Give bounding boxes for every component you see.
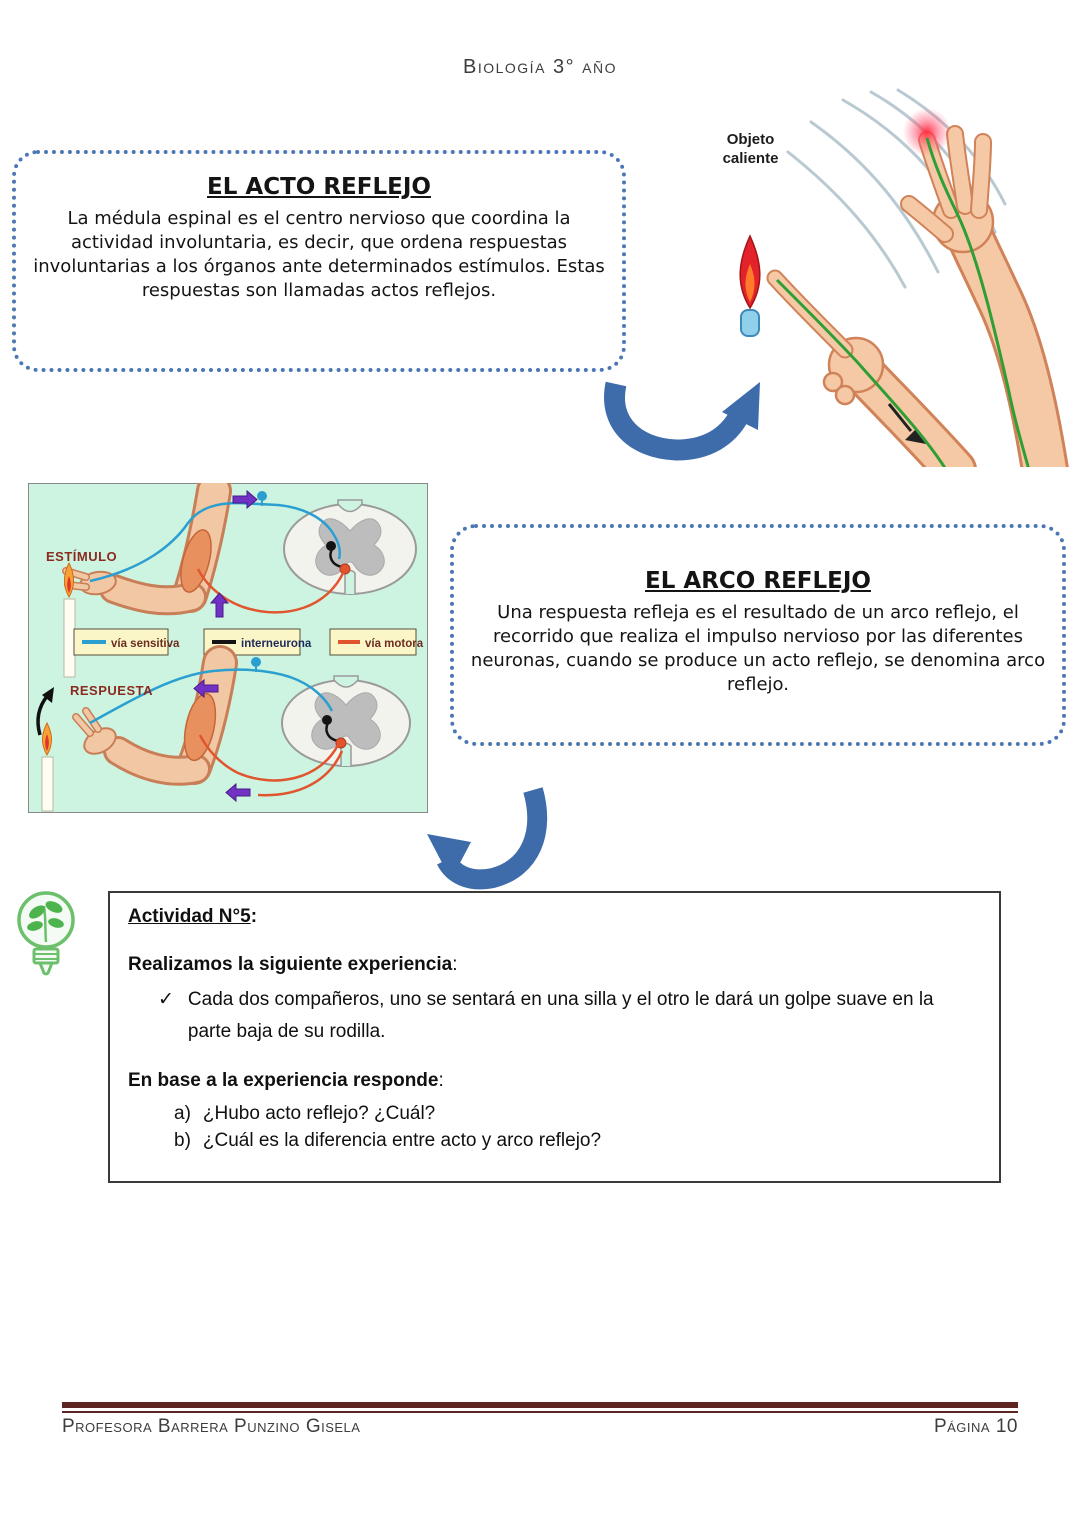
impulse-arrow-icon (193, 678, 219, 699)
response-arrow-icon (36, 693, 50, 736)
wrist-arrow-icon (887, 403, 913, 432)
response-candle-icon (41, 721, 54, 812)
page-title: Biología 3° año (463, 56, 617, 78)
hand-reflex-illustration (739, 88, 1069, 467)
footer-rule-thick (62, 1402, 1018, 1408)
motor-path-icon (196, 568, 346, 614)
footer: Profesora Barrera Punzino Gisela Página … (62, 1416, 1018, 1438)
footer-rule-thin (62, 1411, 1018, 1413)
question-item: b) ¿Cuál es la diferencia entre acto y a… (174, 1127, 981, 1155)
experience-heading: Realizamos la siguiente experiencia: (128, 954, 458, 975)
stimulus-candle-icon (63, 561, 76, 678)
legend-label-motor: vía motora (365, 638, 424, 650)
sensory-path-icon (89, 668, 334, 725)
arco-reflejo-box: EL ARCO REFLEJO Una respuesta refleja es… (450, 524, 1066, 746)
stimulus-label: ESTÍMULO (46, 549, 117, 564)
impulse-arrow-icon (225, 782, 251, 803)
curved-arrow-up-left-icon (427, 787, 548, 890)
response-arm-icon (72, 645, 238, 786)
response-label: RESPUESTA (70, 683, 153, 698)
idea-bulb-icon (17, 891, 75, 976)
biceps-muscle-icon (183, 692, 217, 762)
impulse-arrow-icon (209, 592, 230, 618)
pain-glow-icon (903, 108, 951, 156)
hot-object-label: Objeto caliente (722, 131, 779, 167)
nerve-line-icon (775, 278, 947, 467)
question-text: ¿Cuál es la diferencia entre acto y arco… (202, 1130, 602, 1152)
pointing-arm-icon (766, 269, 977, 467)
footer-author: Profesora Barrera Punzino Gisela (62, 1416, 361, 1437)
question-list: a) ¿Hubo acto reflejo? ¿Cuál? b) ¿Cuál e… (128, 1100, 981, 1155)
acto-reflejo-title: EL ACTO REFLEJO (207, 174, 431, 200)
nerve-line-icon (925, 137, 1030, 467)
curved-arrow-up-right-icon (604, 381, 760, 461)
impulse-arrow-icon (232, 489, 258, 510)
question-label: a) (174, 1102, 191, 1124)
checkmark-icon: ✓ (158, 989, 174, 1010)
acto-reflejo-box: EL ACTO REFLEJO La médula espinal es el … (12, 150, 626, 372)
motor-path-icon (257, 750, 344, 797)
reflex-arc-diagram: ESTÍMULO vía sensitiva interneurona vía … (28, 483, 428, 813)
arco-reflejo-text: Una respuesta refleja es el resultado de… (470, 602, 1046, 695)
acto-reflejo-text: La médula espinal es el centro nervioso … (33, 208, 605, 301)
activity-box: Actividad N°5: Realizamos la siguiente e… (108, 891, 1001, 1183)
question-item: a) ¿Hubo acto reflejo? ¿Cuál? (174, 1100, 981, 1128)
question-label: b) (174, 1130, 191, 1152)
legend-label-interneuron: interneurona (241, 638, 312, 650)
motor-path-icon (198, 734, 340, 782)
withdrawn-arm-icon (900, 108, 1069, 467)
respond-heading: En base a la experiencia responde: (128, 1069, 444, 1091)
experience-item-text: Cada dos compañeros, uno se sentará en u… (187, 989, 934, 1042)
question-text: ¿Hubo acto reflejo? ¿Cuál? (202, 1102, 436, 1124)
arco-reflejo-title: EL ARCO REFLEJO (645, 568, 871, 594)
footer-page-number: Página 10 (933, 1416, 1018, 1437)
flame-icon (739, 234, 761, 337)
legend-label-sensitive: vía sensitiva (111, 638, 180, 650)
activity-title: Actividad N°5: (128, 906, 258, 927)
experience-item: ✓ Cada dos compañeros, uno se sentará en… (128, 984, 958, 1048)
diagram-legend: vía sensitiva interneurona vía motora (73, 628, 424, 656)
